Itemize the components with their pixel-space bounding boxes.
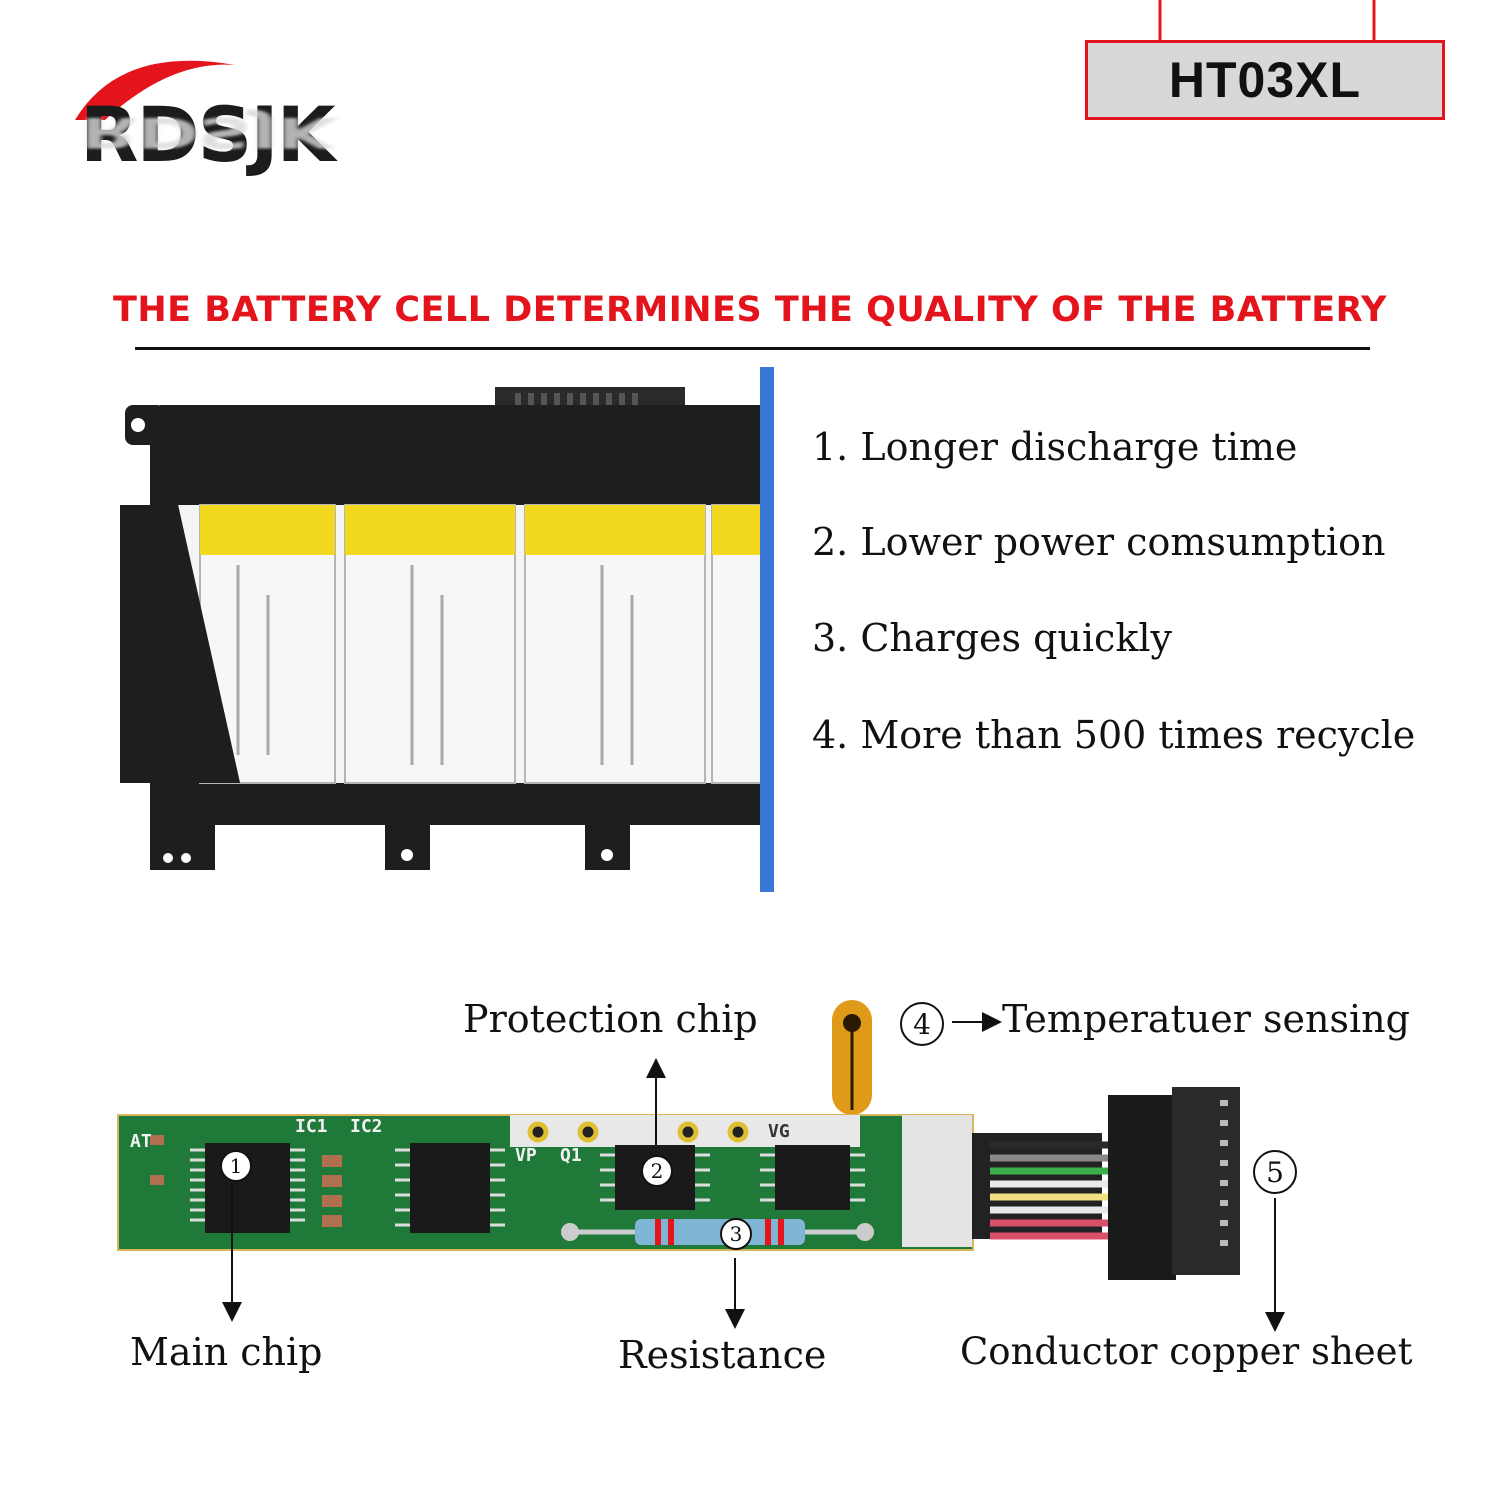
board-label-vg: VG <box>768 1121 790 1142</box>
model-number: HT03XL <box>1168 52 1362 108</box>
headline: THE BATTERY CELL DETERMINES THE QUALITY … <box>112 290 1388 330</box>
brand-name: RDSJK <box>80 90 336 179</box>
callout-main-chip: Main chip <box>130 1330 323 1374</box>
marker-4: 4 <box>900 1002 944 1046</box>
callout-protection-chip: Protection chip <box>463 997 758 1041</box>
marker-1: 1 <box>220 1150 252 1182</box>
protection-board-image: IC1 IC2 VP Q1 AT VG <box>117 1000 1240 1280</box>
feature-item: 1. Longer discharge time <box>812 425 1298 469</box>
board-label-at: AT <box>130 1131 152 1152</box>
board-label-q1: Q1 <box>560 1145 582 1166</box>
feature-item: 2. Lower power comsumption <box>812 520 1386 564</box>
callout-resistance: Resistance <box>618 1333 827 1377</box>
board-label-ic2: IC2 <box>350 1116 383 1137</box>
feature-item: 4. More than 500 times recycle <box>812 713 1416 757</box>
headline-divider <box>135 347 1370 350</box>
logo-swoosh-icon <box>75 60 235 120</box>
marker-3: 3 <box>720 1218 752 1250</box>
feature-item: 3. Charges quickly <box>812 616 1172 660</box>
marker-5: 5 <box>1253 1150 1297 1194</box>
brand-name-reflection: RDSJK <box>80 107 334 157</box>
callout-temperature-sensing: Temperatuer sensing <box>1002 997 1410 1041</box>
marker-2: 2 <box>641 1155 673 1187</box>
board-label-vp: VP <box>515 1145 537 1166</box>
model-badge: HT03XL <box>1085 40 1445 120</box>
board-label-ic1: IC1 <box>295 1116 328 1137</box>
badge-connector-lines <box>1158 0 1376 42</box>
battery-pack-image <box>120 367 774 892</box>
brand-logo: RDSJK RDSJK <box>60 35 460 205</box>
callout-conductor-copper-sheet: Conductor copper sheet <box>960 1330 1413 1373</box>
